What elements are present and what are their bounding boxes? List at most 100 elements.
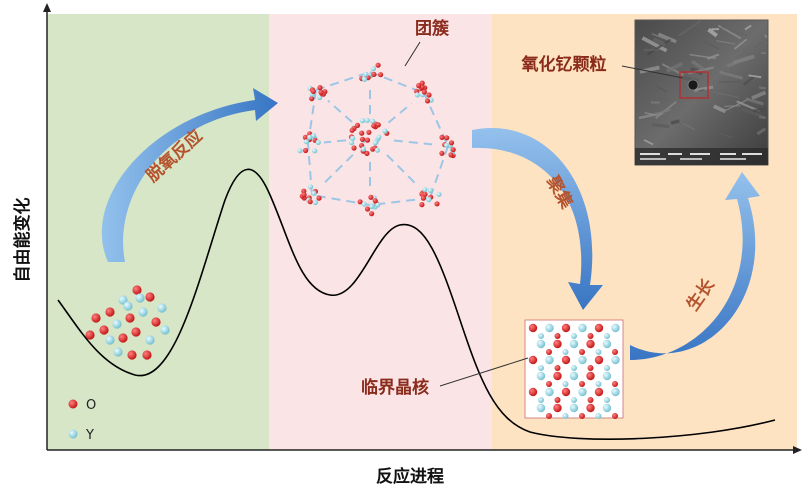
scattered-atoms [85, 285, 170, 360]
yttrium-atom [160, 325, 170, 335]
oxygen-atom [612, 381, 618, 387]
yttrium-atom [297, 148, 303, 154]
yttrium-atom [562, 349, 569, 355]
yttrium-atom [123, 301, 133, 311]
sem-texture-streak [756, 127, 767, 136]
sem-texture-streak [657, 32, 677, 44]
sem-texture-streak [678, 20, 702, 37]
oxygen-atom [131, 327, 141, 337]
oxygen-atom [528, 323, 538, 333]
oxygen-atom [132, 285, 142, 295]
oxygen-atom [359, 130, 365, 136]
oxygen-atom [127, 350, 137, 360]
legend-yttrium-label: Y [85, 428, 94, 443]
oxygen-atom [422, 191, 428, 197]
oxygen-atom [359, 136, 366, 142]
sem-texture-streak [666, 61, 684, 73]
yttrium-atom [436, 191, 442, 197]
cluster-spoke-link [393, 139, 433, 146]
small-cluster [297, 131, 321, 154]
yttrium-atom [602, 339, 612, 349]
oxygen-atom [448, 152, 454, 158]
stage-deoxidation-bg [47, 14, 269, 450]
yttrium-atom [545, 323, 554, 333]
oxygen-atom [366, 129, 372, 135]
x-axis-label: 反应进程 [376, 466, 444, 487]
yttrium-atom [571, 397, 577, 403]
oxygen-atom [372, 198, 378, 204]
oxygen-atom [118, 333, 128, 343]
sem-texture-streak [656, 85, 668, 93]
oxygen-atom [594, 355, 604, 365]
cluster-spoke-link [387, 102, 413, 124]
yttrium-atom [317, 94, 323, 101]
deoxidation-arrow [101, 88, 279, 262]
oxygen-atom [375, 62, 381, 68]
cluster-spoke-link [386, 154, 420, 188]
particle-label: 氧化钇颗粒 [521, 54, 607, 75]
yttrium-atom [382, 128, 388, 134]
yttrium-atom [611, 355, 620, 365]
sem-texture-streak [744, 24, 752, 31]
oxygen-atom [303, 147, 309, 154]
oxygen-atom [586, 403, 595, 413]
yttrium-atom [375, 202, 381, 208]
oxygen-atom [444, 135, 450, 141]
yttrium-atom [370, 66, 376, 72]
oxygen-atom [579, 381, 585, 387]
oxygen-atom [553, 371, 562, 381]
yttrium-atom [138, 307, 148, 317]
oxygen-atom [587, 397, 594, 403]
small-cluster [357, 194, 381, 217]
yttrium-atom [105, 335, 115, 345]
small-cluster [307, 85, 328, 102]
yttrium-atom [312, 148, 318, 154]
yttrium-atom [545, 387, 554, 397]
legend-yttrium-marker [68, 429, 78, 439]
yttrium-atom [157, 303, 167, 313]
yttrium-atom [602, 403, 612, 413]
sem-texture-streak [643, 98, 670, 101]
yttrium-atom [422, 187, 428, 193]
yttrium-atom [562, 413, 569, 419]
oxygen-atom [439, 150, 445, 156]
sem-texture-streak [761, 52, 766, 54]
sem-texture-streak [716, 40, 736, 45]
sem-texture-streak [651, 33, 672, 43]
oxygen-atom [554, 365, 561, 371]
sem-texture-streak [745, 97, 764, 106]
yttrium-atom [538, 397, 544, 403]
yttrium-atom [350, 135, 356, 141]
oxygen-atom [85, 330, 95, 340]
sem-texture-streak [650, 101, 660, 104]
sem-texture-streak [721, 25, 748, 37]
sem-highlight-box [679, 71, 709, 99]
oxygen-atom [301, 192, 307, 198]
yttrium-atom [536, 403, 546, 413]
yttrium-atom [374, 147, 380, 153]
cluster-spoke-link [323, 139, 347, 144]
sem-texture-streak [643, 48, 660, 52]
yttrium-atom [578, 387, 587, 397]
oxygen-atom [378, 72, 384, 78]
yttrium-atom [312, 199, 318, 206]
oxygen-atom [579, 413, 585, 419]
yttrium-atom [113, 347, 123, 357]
sem-texture-streak [724, 104, 741, 108]
legend: O Y [68, 398, 96, 443]
sem-texture-streak [748, 74, 762, 79]
oxygen-atom [364, 137, 371, 143]
sem-texture-streak [758, 86, 766, 90]
oxygen-atom [439, 134, 445, 140]
yttrium-atom [569, 339, 579, 349]
oxygen-atom [364, 206, 371, 212]
yttrium-atom [414, 92, 420, 98]
yttrium-atom [538, 365, 544, 371]
oxygen-atom [357, 199, 363, 205]
cluster-ring-link [429, 145, 449, 199]
oxygen-atom [448, 140, 455, 146]
sem-texture-streak [691, 60, 710, 75]
yttrium-atom [370, 118, 376, 124]
oxygen-atom [349, 127, 355, 133]
